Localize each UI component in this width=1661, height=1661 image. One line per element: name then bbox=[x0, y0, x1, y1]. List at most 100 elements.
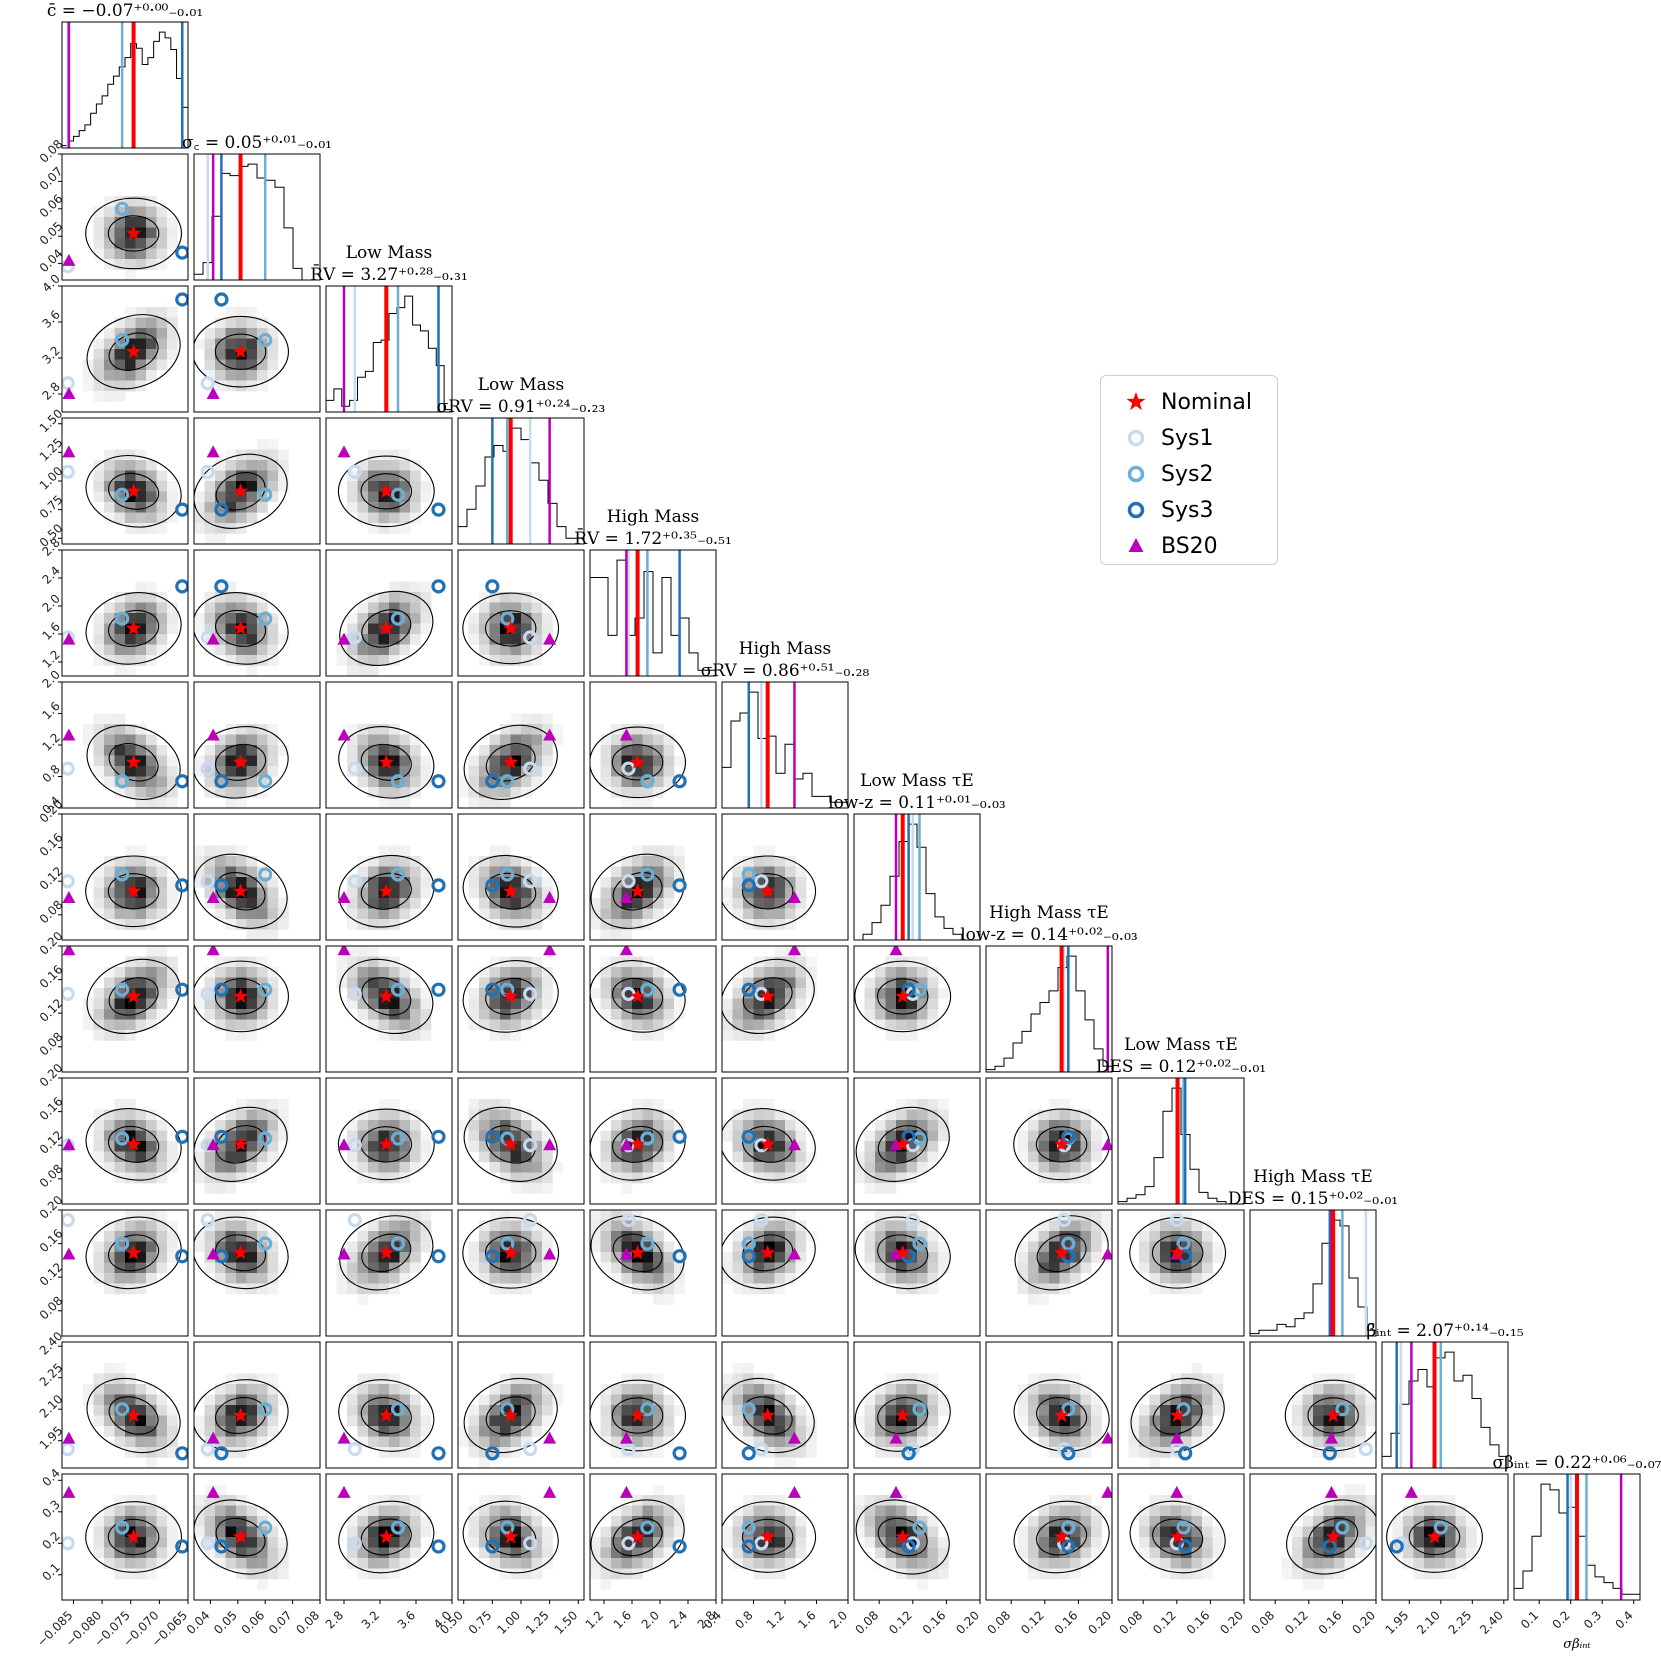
density-cell bbox=[753, 919, 765, 930]
density-cell bbox=[521, 1273, 532, 1284]
density-cell bbox=[795, 1241, 807, 1253]
density-cell bbox=[743, 1384, 754, 1395]
density-cell bbox=[653, 1558, 664, 1569]
density-cell bbox=[743, 887, 754, 899]
marker-sys3 bbox=[1061, 1446, 1076, 1461]
density-cell bbox=[885, 977, 897, 989]
density-cell bbox=[510, 1394, 522, 1406]
marker-nominal bbox=[503, 1136, 519, 1151]
density-cell bbox=[420, 755, 432, 767]
density-cell bbox=[104, 248, 115, 260]
density-cell bbox=[368, 1273, 379, 1284]
density-cell bbox=[225, 1241, 237, 1253]
density-cell bbox=[896, 1516, 907, 1527]
density-cell bbox=[225, 1547, 237, 1559]
marker-nominal bbox=[1054, 1136, 1070, 1151]
density-cell bbox=[204, 512, 216, 524]
density-cell bbox=[632, 1505, 643, 1517]
marker-sys2 bbox=[258, 867, 273, 882]
density-cell bbox=[389, 470, 400, 482]
density-cell bbox=[896, 1273, 907, 1284]
density-cell bbox=[1413, 1495, 1425, 1506]
density-cell bbox=[389, 1172, 400, 1184]
density-cell bbox=[927, 988, 939, 999]
density-cell bbox=[521, 1547, 532, 1559]
density-cell bbox=[885, 1183, 897, 1194]
density-cell bbox=[1070, 1547, 1081, 1559]
density-cell bbox=[225, 512, 237, 524]
density-cell bbox=[1445, 1505, 1456, 1517]
density-cell bbox=[215, 380, 226, 392]
density-cell bbox=[146, 1405, 157, 1416]
density-cell bbox=[204, 1415, 216, 1427]
density-cell bbox=[732, 1394, 744, 1406]
density-cell bbox=[1170, 1384, 1182, 1395]
density-cell bbox=[896, 998, 907, 1010]
density-cell bbox=[917, 1579, 928, 1590]
density-cell bbox=[642, 887, 654, 899]
density-cell bbox=[1028, 1405, 1039, 1416]
density-cell bbox=[267, 481, 279, 492]
density-cell bbox=[215, 1273, 226, 1284]
density-cell bbox=[663, 1273, 675, 1284]
density-cell bbox=[114, 491, 126, 503]
density-cell bbox=[146, 338, 157, 350]
density-cell bbox=[347, 1547, 358, 1559]
x-tick-label: 1.2 bbox=[583, 1608, 606, 1631]
density-cell bbox=[1170, 1273, 1182, 1284]
density-cell bbox=[1049, 1394, 1060, 1406]
density-cell bbox=[357, 623, 369, 635]
density-cell bbox=[236, 745, 247, 756]
density-cell bbox=[357, 856, 369, 867]
density-cell bbox=[1302, 1558, 1314, 1569]
x-tick-label: 0.4 bbox=[1612, 1608, 1635, 1631]
density-cell bbox=[104, 866, 115, 878]
density-cell bbox=[236, 1505, 247, 1517]
density-cell bbox=[1149, 1252, 1161, 1263]
density-cell bbox=[722, 1009, 733, 1020]
panel-4-3 bbox=[457, 549, 585, 677]
density-cell bbox=[1323, 1373, 1335, 1385]
density-cell bbox=[632, 1252, 643, 1263]
density-cell bbox=[1049, 1436, 1060, 1448]
density-cell bbox=[257, 1220, 268, 1232]
density-cell bbox=[156, 1220, 168, 1232]
density-cell bbox=[479, 1120, 490, 1131]
density-cell bbox=[135, 787, 147, 798]
density-cell bbox=[479, 1262, 490, 1274]
density-cell bbox=[114, 1426, 126, 1437]
density-cell bbox=[93, 481, 105, 492]
density-cell bbox=[246, 307, 258, 318]
density-cell bbox=[215, 1394, 226, 1406]
density-cell bbox=[146, 1252, 157, 1263]
panel-frame bbox=[721, 945, 849, 1073]
density-cell bbox=[1212, 1252, 1224, 1263]
density-cell bbox=[642, 1283, 654, 1295]
density-cell bbox=[347, 1151, 358, 1163]
density-cell bbox=[885, 1384, 897, 1395]
density-cell bbox=[368, 592, 379, 603]
marker-sys3 bbox=[175, 579, 188, 594]
density-cell bbox=[1202, 1547, 1213, 1559]
density-cell bbox=[1049, 1162, 1060, 1173]
density-cell bbox=[927, 1099, 939, 1110]
density-cell bbox=[399, 644, 411, 656]
contour-inner bbox=[215, 609, 267, 647]
density-cell bbox=[357, 1120, 369, 1131]
density-cell bbox=[479, 1394, 490, 1406]
density-cell bbox=[642, 988, 654, 999]
density-cell bbox=[225, 634, 237, 645]
density-cell bbox=[357, 908, 369, 920]
density-cell bbox=[156, 1405, 168, 1416]
contour-outer bbox=[338, 1379, 435, 1452]
density-cell bbox=[489, 977, 501, 989]
density-cell bbox=[357, 1426, 369, 1437]
marker-sys1 bbox=[523, 1441, 538, 1457]
density-cell bbox=[135, 655, 147, 666]
panel-6-5 bbox=[721, 813, 849, 941]
density-cell bbox=[215, 359, 226, 371]
density-cell bbox=[674, 1120, 685, 1131]
density-cell bbox=[938, 1537, 949, 1548]
